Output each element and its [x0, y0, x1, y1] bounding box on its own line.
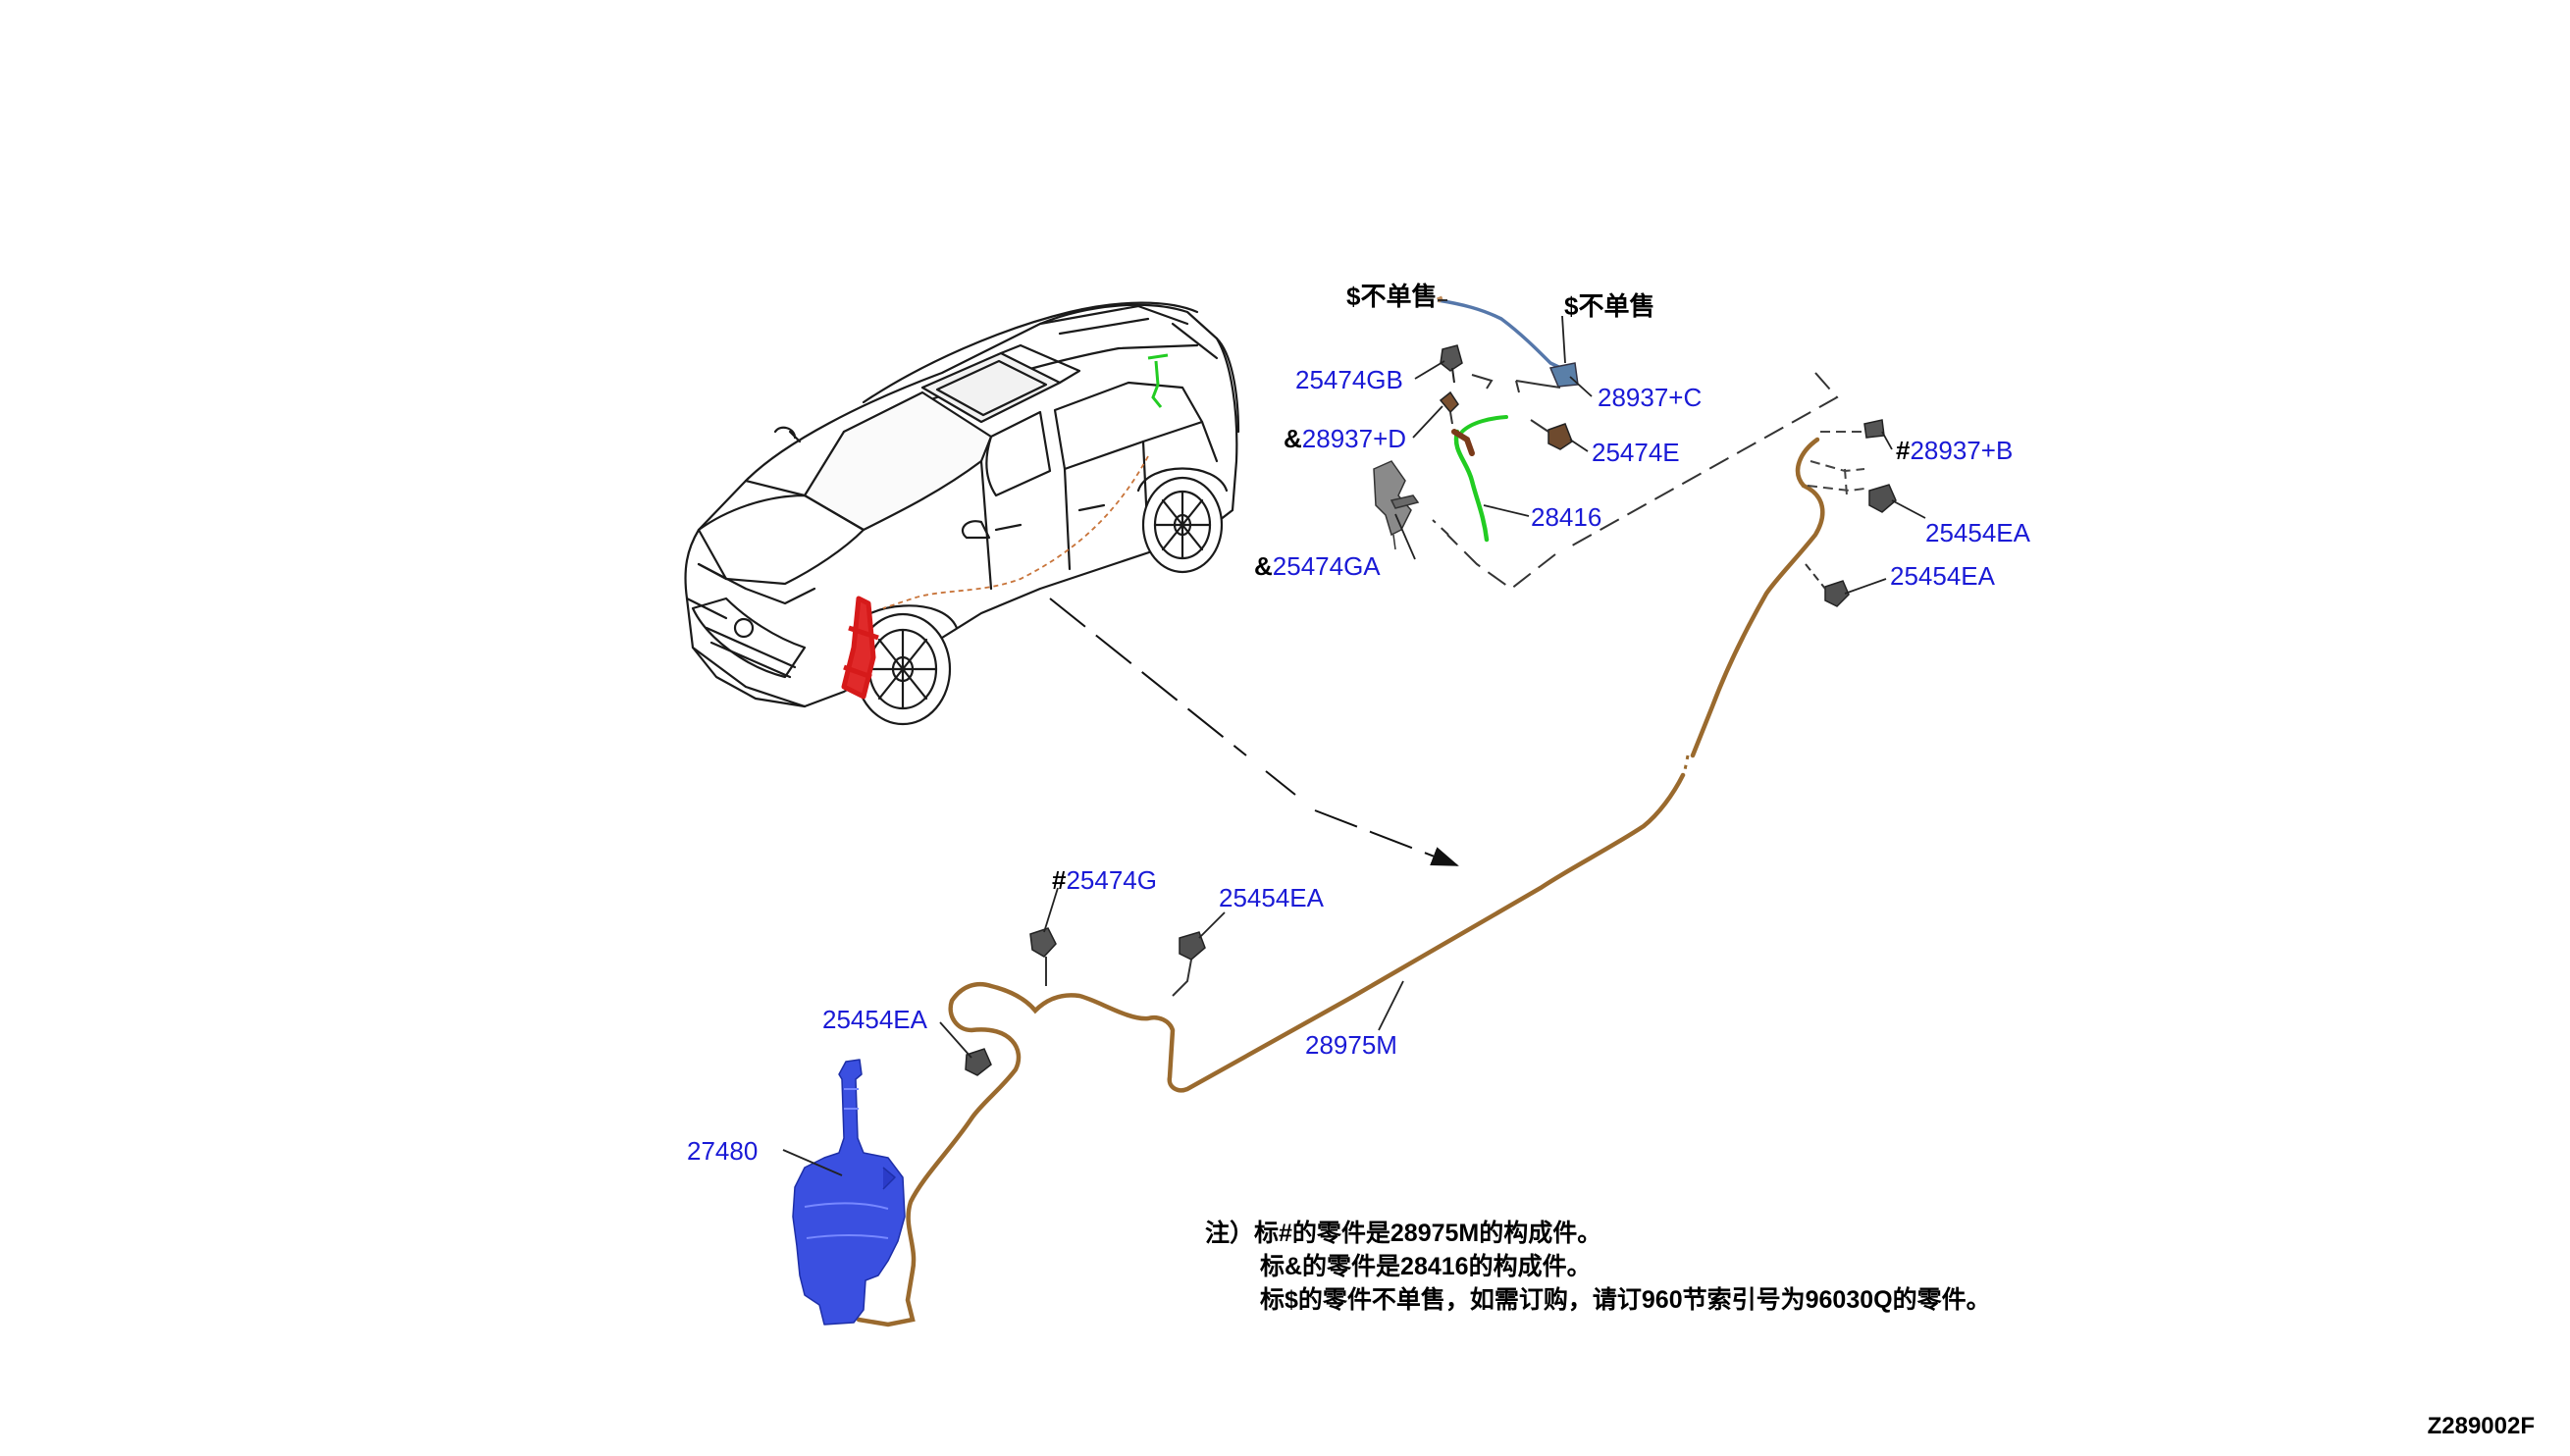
label-prefix: # [1052, 865, 1067, 895]
nozzle-25474GA [1373, 460, 1420, 550]
car-hose-routing [882, 455, 1149, 609]
part-number: 25454EA [1219, 883, 1324, 912]
clip-25454EA-lower-1 [1179, 931, 1206, 961]
car-side-window-rear [1053, 381, 1204, 471]
part-number: 25474GA [1272, 551, 1381, 581]
car-tank-highlight [841, 596, 879, 700]
label-part-28937D[interactable]: &28937+D [1284, 424, 1406, 453]
car-side-window-front [985, 410, 1052, 497]
washer-tank-27480 [792, 1059, 906, 1326]
part-number: 28937+C [1598, 383, 1703, 412]
part-number: 25474GB [1295, 365, 1403, 394]
clip-25474G [1029, 927, 1057, 958]
car-hood [697, 494, 865, 586]
leader-lines [782, 299, 1926, 1176]
clip-25474GB [1440, 344, 1463, 372]
car-roof [862, 301, 1199, 404]
label-part-28937C[interactable]: 28937+C [1598, 383, 1702, 412]
notes-block: 注）标#的零件是28975M的构成件。 标&的零件是28416的构成件。 标$的… [1205, 1217, 1991, 1317]
part-number: 25474E [1592, 438, 1680, 467]
car-illustration [684, 301, 1240, 726]
label-text: 不单售 [1578, 291, 1655, 321]
diagram-code: Z289002F [2427, 1413, 2535, 1439]
label-text: 不单售 [1360, 282, 1438, 311]
car-rear-wheel [1141, 476, 1224, 574]
clip-25454EA-lower-2 [965, 1048, 992, 1076]
label-part-25454EA-3[interactable]: 25454EA [1219, 883, 1324, 912]
part-number: 25454EA [1890, 561, 1995, 591]
clip-25454EA-upper-1 [1868, 484, 1897, 513]
label-not-sold-2[interactable]: $不单售 [1564, 291, 1654, 321]
harness-line [1437, 298, 1576, 377]
label-prefix: $ [1564, 291, 1579, 321]
label-prefix: & [1254, 551, 1273, 581]
label-prefix: $ [1346, 282, 1361, 311]
part-number: 25454EA [822, 1005, 927, 1034]
car-windshield [803, 390, 993, 532]
label-part-27480[interactable]: 27480 [687, 1136, 758, 1166]
clip-25474E [1547, 423, 1573, 450]
label-part-25454EA-2[interactable]: 25454EA [1890, 561, 1995, 591]
connector-28937B [1863, 419, 1885, 439]
car-mirror [961, 520, 991, 540]
car-front-grille [691, 597, 807, 679]
label-part-25474GA[interactable]: &25474GA [1254, 551, 1381, 581]
car-rear-highlight [1151, 360, 1163, 408]
hose-28416 [1451, 415, 1508, 543]
label-part-28975M[interactable]: 28975M [1305, 1030, 1397, 1060]
part-number: 28975M [1305, 1030, 1397, 1060]
label-part-25454EA-1[interactable]: 25454EA [1925, 518, 2030, 547]
part-number: 25474G [1066, 865, 1157, 895]
label-part-25454EA-4[interactable]: 25454EA [822, 1005, 927, 1034]
label-part-25474G[interactable]: #25474G [1052, 865, 1157, 895]
part-number: 28937+B [1910, 436, 2014, 465]
label-part-28416[interactable]: 28416 [1531, 502, 1601, 532]
label-prefix: # [1896, 436, 1911, 465]
note-line-2: 标&的零件是28416的构成件。 [1260, 1253, 1592, 1280]
part-number: 27480 [687, 1136, 759, 1166]
detail-arrow [1049, 598, 1457, 865]
note-line-1: 注）标#的零件是28975M的构成件。 [1205, 1220, 1602, 1247]
clip-25454EA-upper-2 [1824, 580, 1850, 607]
part-number: 28937+D [1301, 424, 1407, 453]
label-part-28937B[interactable]: #28937+B [1896, 436, 2013, 465]
washer-hose-28975M [856, 437, 1825, 1327]
note-line-3: 标$的零件不单售，如需订购，请订960节索引号为96030Q的零件。 [1260, 1286, 1991, 1314]
label-prefix: & [1284, 424, 1302, 453]
car-headlight [697, 562, 816, 605]
connector-28937D [1439, 390, 1459, 414]
harness-connector-28937C [1548, 362, 1579, 388]
label-part-25474GB[interactable]: 25474GB [1295, 365, 1403, 394]
part-number: 28416 [1531, 502, 1602, 532]
detail-cutout-box [1446, 372, 1839, 591]
label-part-25474E[interactable]: 25474E [1592, 438, 1680, 467]
part-number: 25454EA [1925, 518, 2030, 547]
car-emblem [733, 617, 755, 639]
label-not-sold-1[interactable]: $不单售 [1346, 282, 1437, 311]
